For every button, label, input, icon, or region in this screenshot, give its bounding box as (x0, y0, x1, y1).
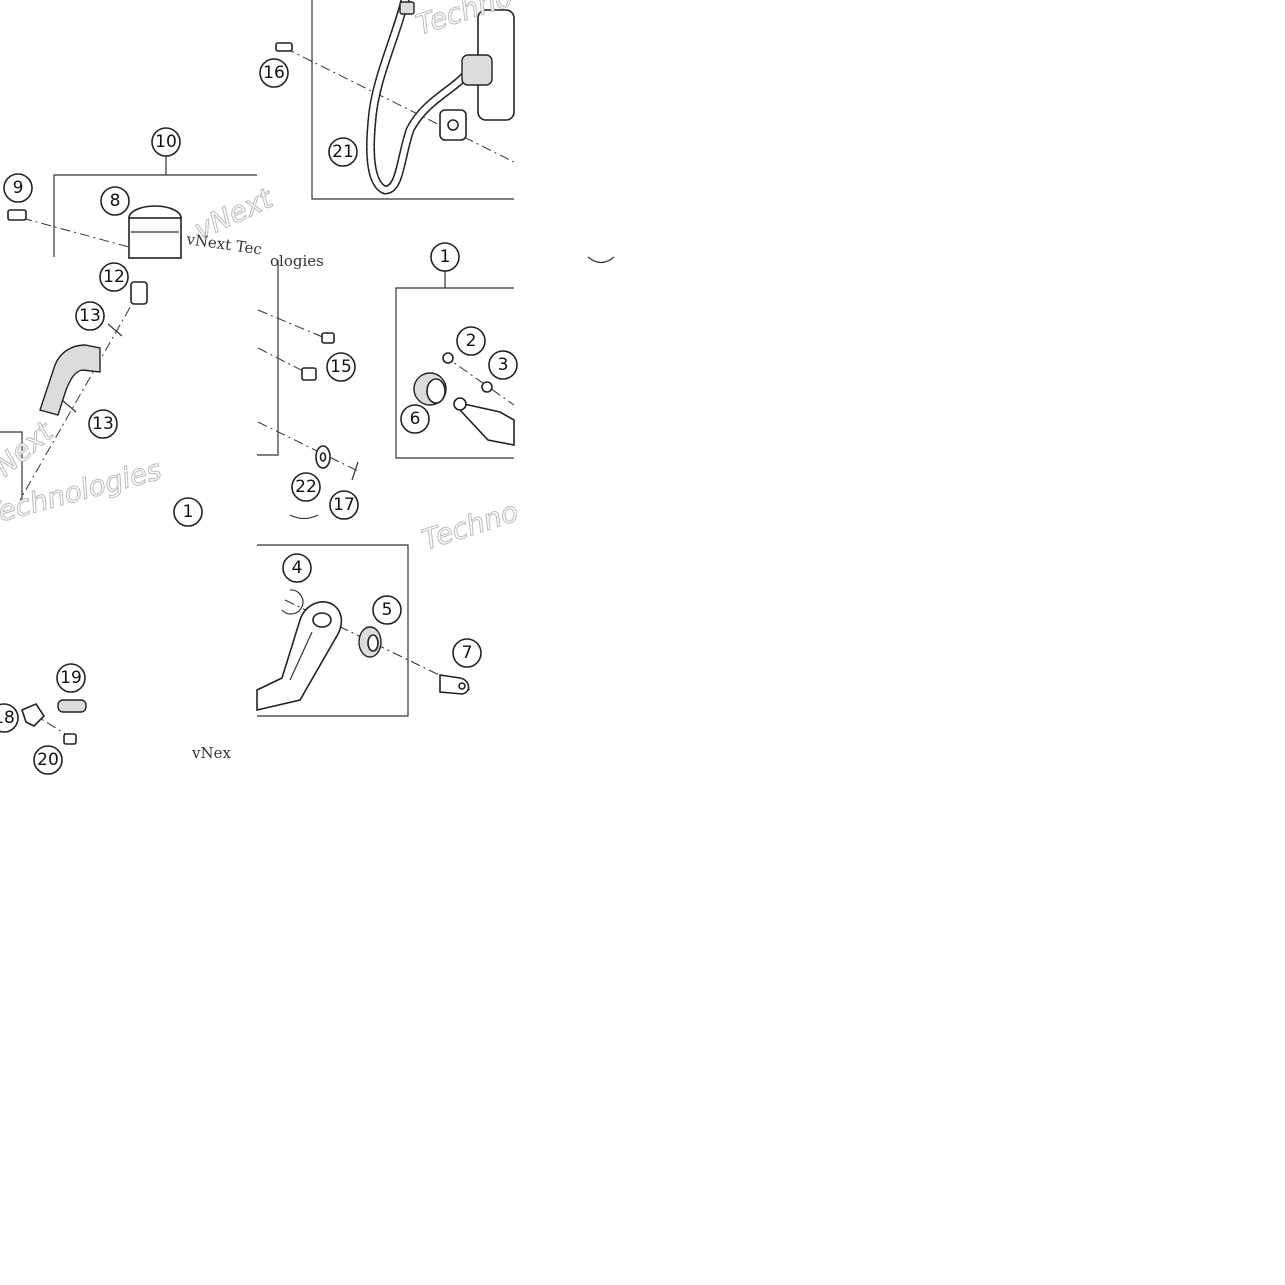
callout-16: 16 (259, 58, 289, 88)
svg-text:1: 1 (440, 247, 451, 267)
nut-2 (442, 352, 454, 364)
spring-19 (57, 699, 87, 713)
svg-text:9: 9 (13, 178, 24, 198)
callout-19: 19 (56, 663, 86, 693)
bolt-9 (7, 209, 27, 221)
watermark-techno-g: Techno (418, 495, 522, 557)
svg-text:1: 1 (183, 502, 194, 522)
watermark-vnext-tec: vNext Tec (184, 230, 263, 259)
axis-line-16 (284, 47, 515, 163)
callouts: 16 21 10 9 8 12 13 13 15 22 17 1 2 3 6 1… (0, 58, 518, 775)
svg-text:6: 6 (410, 409, 421, 429)
assembly-frame-pedal (257, 544, 409, 717)
svg-text:12: 12 (103, 267, 125, 287)
watermark-techno-top: Techno (412, 0, 516, 42)
tile-hose-fitting (0, 281, 148, 501)
callout-13-upper: 13 (75, 301, 105, 331)
svg-text:20: 20 (37, 750, 59, 770)
callout-5: 5 (372, 595, 402, 625)
callout-17: 17 (329, 490, 359, 520)
tile-return-spring (21, 699, 87, 745)
pedal-lever (256, 601, 343, 712)
watermark-ologies: ologies (270, 252, 324, 270)
bolt-14 (321, 332, 335, 344)
hose-clip-top (399, 1, 415, 15)
callout-21: 21 (328, 137, 358, 167)
nut-3 (481, 381, 493, 393)
tile-brake-pedal (256, 544, 471, 717)
svg-text:17: 17 (333, 495, 355, 515)
svg-text:3: 3 (498, 355, 509, 375)
svg-text:13: 13 (92, 414, 114, 434)
tile-bolts (257, 260, 361, 520)
reservoir-body (128, 217, 182, 259)
svg-text:4: 4 (292, 558, 303, 578)
assembly-frame-21 (311, 0, 514, 200)
bracket-18 (21, 703, 46, 727)
axis-line-9 (21, 217, 141, 251)
circlip-4 (281, 589, 304, 615)
svg-text:10: 10 (155, 132, 177, 152)
callout-1-right: 1 (430, 242, 460, 272)
svg-text:21: 21 (332, 142, 354, 162)
callout-7: 7 (452, 638, 482, 668)
callout-15: 15 (326, 352, 356, 382)
callout-3: 3 (488, 350, 518, 380)
oring-13-upper (107, 323, 123, 337)
bolt-20 (63, 733, 77, 745)
callout-22: 22 (291, 472, 321, 502)
hose-elbow (39, 344, 101, 416)
svg-text:15: 15 (330, 357, 352, 377)
assembly-frame-1 (395, 287, 514, 459)
bolt-16 (275, 42, 293, 52)
split-pin-17 (351, 461, 359, 481)
tile-pivot (395, 256, 615, 459)
oring-13-lower (61, 399, 77, 413)
svg-text:13: 13 (79, 306, 101, 326)
tile-reservoir (7, 156, 257, 259)
callout-8: 8 (100, 186, 130, 216)
callout-9: 9 (3, 173, 33, 203)
cylinder-clamp (461, 54, 493, 86)
svg-text:19: 19 (60, 668, 82, 688)
svg-text:18: 18 (0, 708, 15, 728)
bolt-15 (301, 367, 317, 381)
fitting-12 (130, 281, 148, 305)
assembly-frame-10 (53, 174, 257, 257)
axis-line-12 (19, 289, 141, 501)
callout-6: 6 (400, 404, 430, 434)
callout-12: 12 (99, 262, 129, 292)
svg-text:16: 16 (263, 63, 285, 83)
callout-2: 2 (456, 326, 486, 356)
callout-10: 10 (151, 127, 181, 157)
svg-text:8: 8 (110, 191, 121, 211)
tile-master-cylinder (275, 0, 515, 200)
callout-13-lower: 13 (88, 409, 118, 439)
svg-text:22: 22 (295, 477, 317, 497)
watermark-vnex: vNex (191, 744, 231, 762)
svg-text:7: 7 (462, 643, 473, 663)
svg-text:5: 5 (382, 600, 393, 620)
callout-4: 4 (282, 553, 312, 583)
callout-18: 18 (0, 703, 19, 733)
callout-1-left: 1 (173, 497, 203, 527)
callout-20: 20 (33, 745, 63, 775)
svg-text:2: 2 (466, 331, 477, 351)
